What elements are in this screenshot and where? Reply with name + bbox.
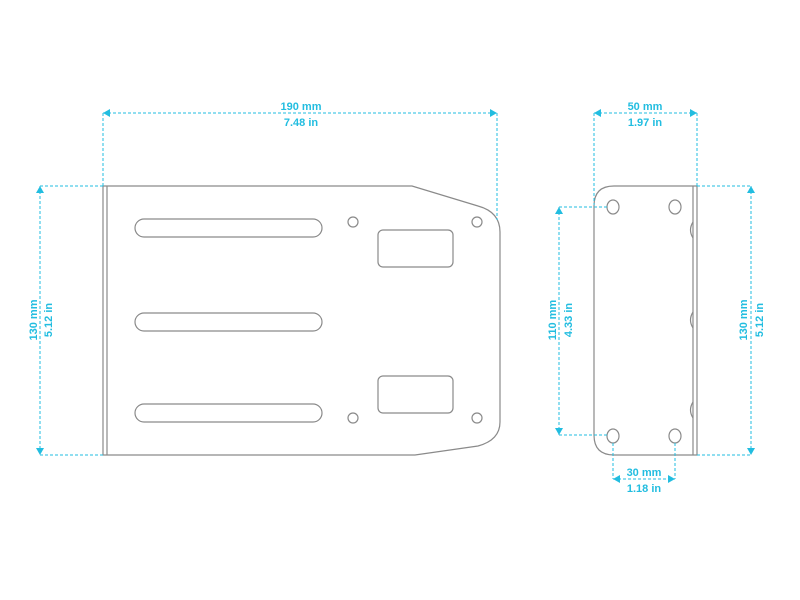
front-plate-outline	[102, 185, 501, 456]
arrow-icon	[555, 428, 563, 435]
hole	[668, 428, 682, 444]
slot-middle	[134, 312, 323, 332]
slot-top	[134, 218, 323, 238]
arrow-icon	[690, 109, 697, 117]
dimension-label: 130 mm	[28, 299, 40, 340]
arrow-icon	[747, 186, 755, 193]
front-width-dimension: 190 mm 7.48 in	[102, 101, 498, 220]
dimension-label: 1.97 in	[628, 117, 663, 129]
arrow-icon	[103, 109, 110, 117]
flange-bumps	[689, 221, 694, 419]
front-height-dimension: 130 mm 5.12 in	[28, 185, 103, 456]
side-width-dimension: 50 mm 1.97 in	[593, 101, 698, 205]
cutout-top	[377, 229, 454, 268]
side-height-dimension: 130 mm 5.12 in	[697, 185, 766, 456]
dimension-label: 5.12 in	[43, 303, 55, 338]
cutout-bottom	[377, 375, 454, 414]
arrow-icon	[36, 186, 44, 193]
arrow-icon	[555, 207, 563, 214]
arrow-icon	[668, 475, 675, 483]
dimension-label: 130 mm	[738, 299, 750, 340]
dimension-label: 1.18 in	[627, 483, 662, 495]
side-view	[593, 185, 698, 456]
hole	[471, 412, 483, 424]
dimension-label: 5.12 in	[754, 303, 766, 338]
dimension-label: 50 mm	[628, 101, 663, 113]
hole	[471, 216, 483, 228]
arrow-icon	[613, 475, 620, 483]
hole	[347, 412, 359, 424]
dimension-label: 30 mm	[627, 467, 662, 479]
hole	[347, 216, 359, 228]
dimension-label: 190 mm	[281, 101, 322, 113]
arrow-icon	[594, 109, 601, 117]
front-view	[102, 185, 501, 456]
arrow-icon	[490, 109, 497, 117]
hole-vertical-spacing-dimension: 110 mm 4.33 in	[547, 206, 607, 436]
hole	[606, 199, 620, 215]
arrow-icon	[36, 448, 44, 455]
dimension-label: 4.33 in	[563, 303, 575, 338]
slot-bottom	[134, 403, 323, 423]
arrow-icon	[747, 448, 755, 455]
hole	[606, 428, 620, 444]
hole	[668, 199, 682, 215]
side-plate-outline	[593, 185, 698, 456]
hole-horizontal-spacing-dimension: 30 mm 1.18 in	[612, 443, 676, 495]
dimension-label: 7.48 in	[284, 117, 319, 129]
dimension-label: 110 mm	[547, 300, 559, 341]
